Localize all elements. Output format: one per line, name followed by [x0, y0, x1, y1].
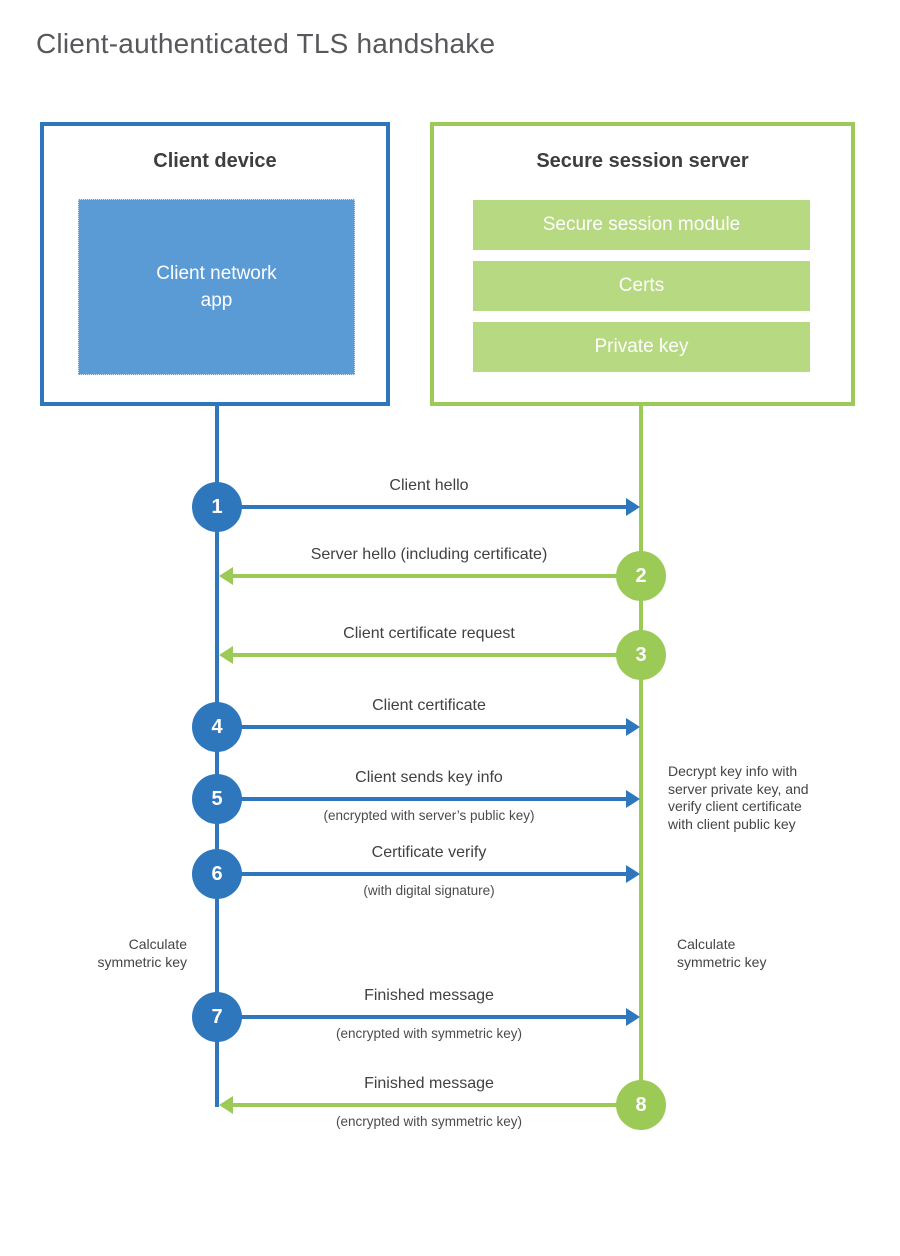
arrow-left-icon: [219, 646, 233, 664]
step-label: Client hello: [389, 477, 469, 494]
arrow-server-to-client: [233, 653, 639, 657]
step-label: Finished message: [364, 1075, 494, 1092]
step-sublabel: (encrypted with server’s public key): [323, 808, 535, 823]
client-lifeline: [215, 406, 219, 1107]
step-label: Finished message: [364, 987, 494, 1004]
calculate-symmetric-key-client-note: Calculate symmetric key: [97, 936, 187, 970]
arrow-client-to-server: [219, 1015, 626, 1019]
decrypt-key-info-note: Decrypt key info with server private key…: [668, 763, 809, 832]
arrow-right-icon: [626, 718, 640, 736]
step-label: Server hello (including certificate): [310, 546, 548, 563]
server-lifeline: [639, 406, 643, 1130]
calculate-symmetric-key-server-note: Calculate symmetric key: [677, 936, 767, 970]
step-number-badge: 1: [192, 482, 242, 532]
step-number-badge: 2: [616, 551, 666, 601]
arrow-left-icon: [219, 567, 233, 585]
step-number-badge: 4: [192, 702, 242, 752]
page-title: Client-authenticated TLS handshake: [36, 28, 496, 59]
arrow-server-to-client: [233, 1103, 639, 1107]
step-number-badge: 6: [192, 849, 242, 899]
arrow-client-to-server: [219, 505, 626, 509]
arrow-client-to-server: [219, 872, 626, 876]
step-label: Client sends key info: [355, 769, 503, 786]
step-sublabel: (encrypted with symmetric key): [335, 1026, 523, 1041]
arrow-left-icon: [219, 1096, 233, 1114]
step-sublabel: (encrypted with symmetric key): [335, 1114, 523, 1129]
step-label: Client certificate request: [343, 625, 515, 642]
step-number-badge: 7: [192, 992, 242, 1042]
secure-session-module-bar: Secure session module: [473, 200, 810, 250]
certs-bar: Certs: [473, 261, 810, 311]
arrow-right-icon: [626, 498, 640, 516]
arrow-right-icon: [626, 865, 640, 883]
client-device-title: Client device: [153, 150, 277, 172]
step-number-badge: 5: [192, 774, 242, 824]
arrow-client-to-server: [219, 797, 626, 801]
arrow-client-to-server: [219, 725, 626, 729]
step-label: Client certificate: [372, 697, 486, 714]
step-number-badge: 8: [616, 1080, 666, 1130]
arrow-server-to-client: [233, 574, 639, 578]
arrow-right-icon: [626, 790, 640, 808]
step-sublabel: (with digital signature): [363, 883, 495, 898]
step-label: Certificate verify: [371, 844, 487, 861]
private-key-bar: Private key: [473, 322, 810, 372]
step-number-badge: 3: [616, 630, 666, 680]
arrow-right-icon: [626, 1008, 640, 1026]
secure-session-server-title: Secure session server: [536, 150, 749, 172]
client-network-app-box: Client network app: [78, 199, 355, 375]
